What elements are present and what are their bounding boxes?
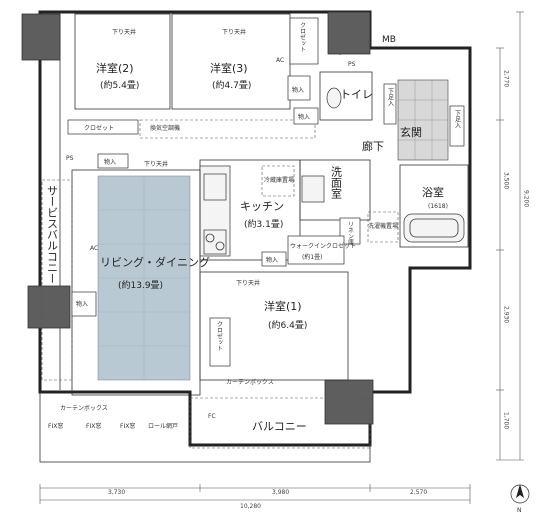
balcony-area [189,397,371,449]
bedroom1-closet-label: クロゼット [216,321,223,351]
bedroom2-outline [74,13,171,110]
bedroom3-down-ceiling: 下り天井 [222,28,246,36]
ac-label-top: AC [276,57,284,64]
washroom-basin [301,175,325,203]
balcony-name: バルコニー [252,420,307,433]
fix-window-3: FIX窓 [120,422,135,430]
kitchen-area: (約3.1畳) [244,218,283,230]
dimension-lines-right [496,11,524,461]
bedroom2-area: (約5.4畳) [100,79,139,91]
dim-right-4: 2,930 [503,306,510,323]
north-compass-icon [510,484,530,504]
kitchen-storage-label: 物入 [266,256,278,264]
compass-label: N [517,507,522,514]
shoe-box-upper-label: 下足入 [387,88,394,106]
bath-outline [399,164,469,248]
toilet-outline [319,71,373,121]
bedroom2-down-ceiling: 下り天井 [112,28,136,36]
fridge-space [261,165,295,197]
living-floor-grid [98,176,190,380]
bedroom2-name: 洋室(2) [96,61,134,75]
dim-top-2: 3,980 [272,489,289,496]
dim-total-width: 10,280 [240,503,261,510]
fix-window-1: FIX窓 [48,422,63,430]
storage-top-b-label: 物入 [298,113,310,121]
living-name: リビング・ダイニング [100,255,210,269]
bedroom2-closet [67,119,139,135]
bedroom1-closet [209,317,231,367]
living-down-ceiling: 下り天井 [144,160,168,168]
bedroom1-down-ceiling: 下り天井 [236,279,260,287]
bedroom3-closet-label: クロゼット [299,22,306,52]
column-top-mid [327,11,371,55]
toilet-name: トイレ [340,88,373,101]
stove-burner-2 [215,241,225,251]
storage-top-a-label: 物入 [292,86,304,94]
column-top-left [21,13,61,61]
bedroom3-closet [289,17,319,65]
bedroom1-area: (約6.4畳) [268,319,307,331]
dim-right-3: 9,200 [523,190,530,207]
bathtub [403,213,465,243]
stove-burner-1 [205,233,215,243]
walkin-closet-area: (約1畳) [302,253,323,261]
walkin-closet-name: ウォークインクロゼット [290,242,356,250]
shoe-box-upper [383,83,397,125]
linen-closet [339,217,361,245]
dim-right-1: 2,770 [503,70,510,87]
fridge-label: 冷蔵庫置場 [264,176,294,184]
dimension-lines-bottom [39,484,471,504]
ventilation-label: 換気空調機 [150,124,180,132]
shoe-box [449,105,465,147]
washer-space [367,211,399,243]
curtain-box-label: カーテンボックス [226,378,274,386]
ventilation-zone [139,119,316,139]
entrance-tiles [398,80,448,160]
storage-top-a [287,75,311,101]
dim-top-3: 2,570 [410,489,427,496]
column-left-mid [27,285,71,329]
storage-top-b [293,107,319,125]
kitchen-stove [203,229,227,255]
storage-left [97,153,129,169]
dim-right-5: 1,700 [503,412,510,429]
hallway-name: 廊下 [362,139,384,153]
storage-left-label: 物入 [104,158,116,166]
mb-label: MB [382,35,396,45]
bedroom3-area: (約4.7畳) [212,79,251,91]
washroom-outline [299,159,371,221]
dim-right-2: 3,500 [503,172,510,189]
ps-label-top: PS [348,61,356,68]
washroom-name: 洗面室 [330,166,343,199]
roll-screen-label: ロール網戸 [148,422,178,430]
living-storage-label: 物入 [76,300,88,308]
fc-label: FC [208,413,216,420]
ac-label-left: AC [90,245,98,252]
toilet-bowl [326,87,342,109]
washer-label: 洗濯機置場 [368,222,398,230]
kitchen-name: キッチン [240,200,284,213]
bath-name: 浴室 [422,185,444,199]
bedroom1-outline [199,271,349,381]
kitchen-sink [203,173,227,201]
linen-label: リネン庫 [347,221,354,246]
bath-size: (1618) [428,203,448,210]
column-bottom-right [324,379,374,425]
service-balcony-label: サービスバルコニー [46,185,59,284]
ps-label-left: PS [66,155,74,162]
dim-top-1: 3,730 [108,489,125,496]
living-area: (約13.9畳) [118,279,163,291]
fix-window-2: FIX窓 [86,422,101,430]
kitchen-storage [261,251,287,267]
curtain-box-label-left: カーテンボックス [60,404,108,412]
bedroom3-name: 洋室(3) [210,61,248,75]
entrance-name: 玄関 [400,125,422,139]
living-storage [71,291,97,317]
walkin-closet [287,235,345,265]
shoe-box-label: 下足入 [454,110,461,128]
bedroom1-name: 洋室(1) [264,299,302,313]
bathtub-inner [409,218,459,238]
bedroom2-closet-label: クロゼット [84,124,114,132]
